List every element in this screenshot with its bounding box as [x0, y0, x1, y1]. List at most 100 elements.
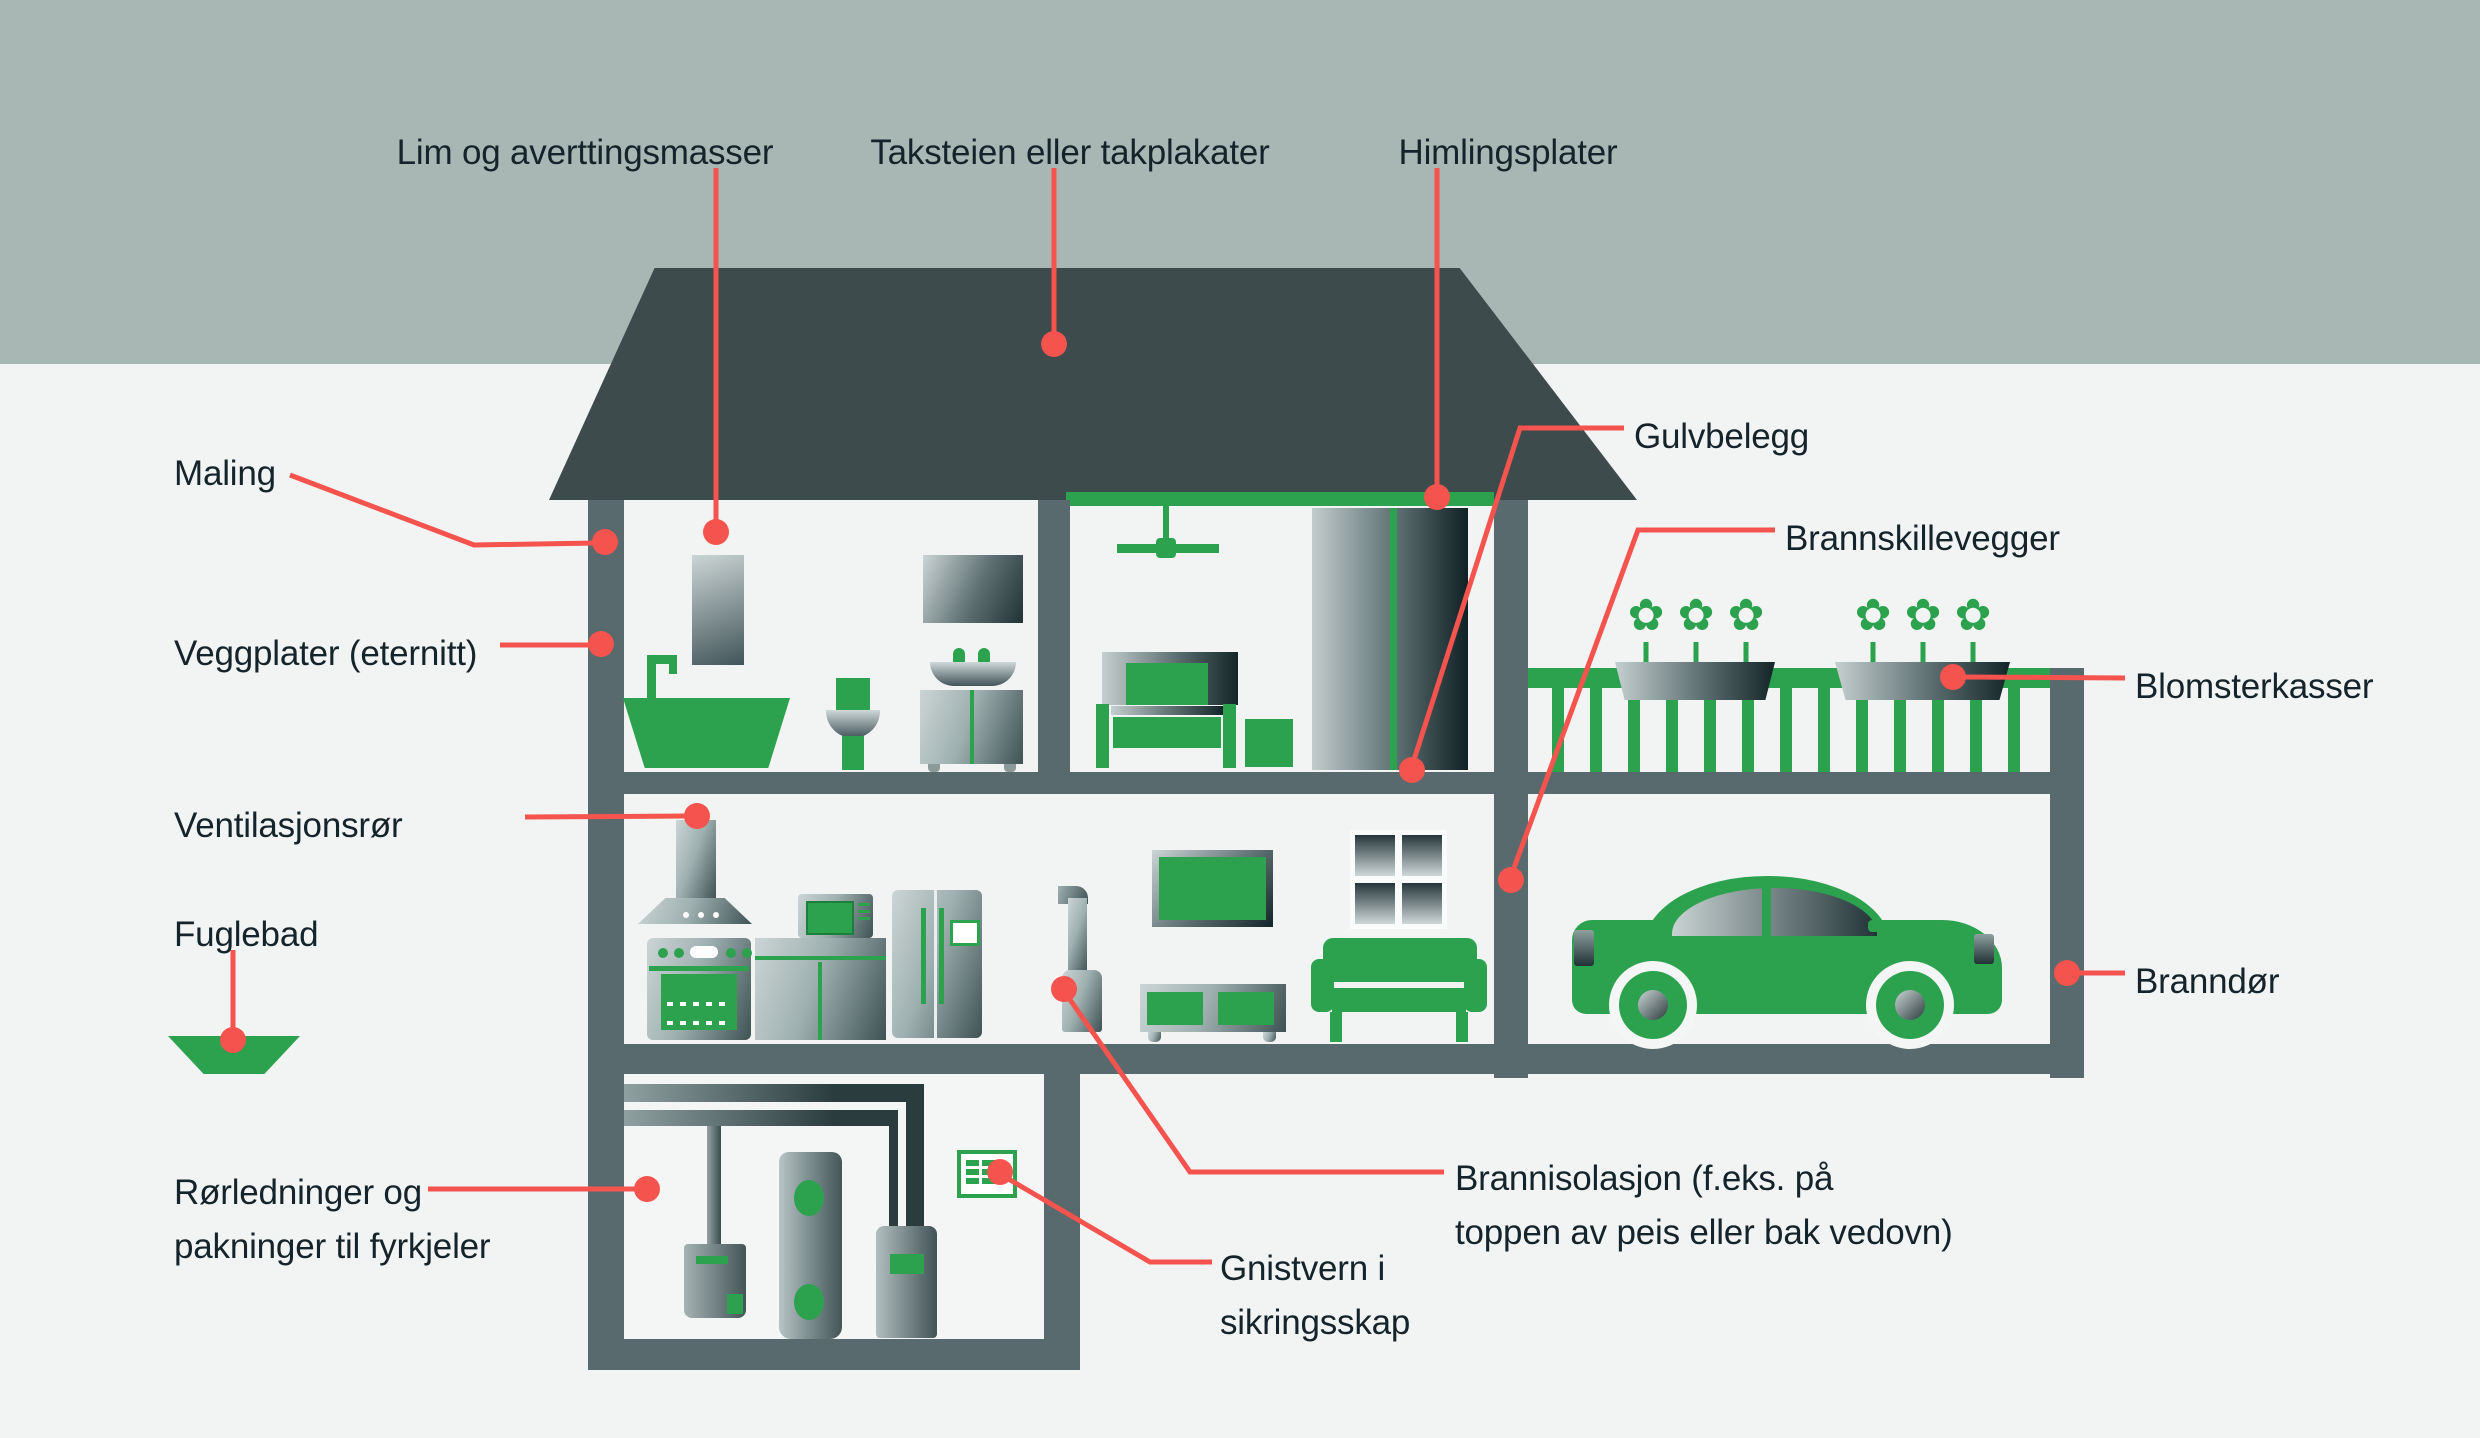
bed-base — [1113, 717, 1221, 748]
label-line: Fuglebad — [174, 915, 319, 954]
hood-light — [683, 912, 689, 918]
balcony-baluster — [1742, 688, 1754, 772]
fuse-box-rows-icon — [966, 1160, 995, 1184]
wall-cabinet — [692, 555, 744, 665]
label-lim-og-averttingsmasser: Lim og averttingsmasser — [397, 126, 774, 180]
basement-right-wall — [1044, 1074, 1080, 1370]
second-floor-slab — [588, 772, 2084, 794]
label-line: Brannisolasjon (f.eks. på — [1455, 1159, 1834, 1198]
tv-bench-foot — [1148, 1032, 1161, 1042]
counter-divider — [818, 962, 822, 1040]
bed-slat — [1111, 706, 1223, 715]
ceiling-boards — [1066, 492, 1494, 506]
flower-icon: ✿ — [1677, 591, 1715, 640]
balcony-baluster — [1856, 688, 1868, 772]
label-line: sikringsskap — [1220, 1303, 1411, 1342]
bed-post — [1223, 704, 1236, 768]
flower: ✿ — [1724, 594, 1768, 664]
tv-bench-drawer — [1218, 992, 1274, 1025]
microwave-button — [858, 903, 870, 906]
range-hood-chimney — [676, 820, 716, 900]
label-fuglebad: Fuglebad — [174, 908, 319, 962]
sofa-armrest — [1311, 959, 1334, 1012]
sofa-leg — [1456, 1012, 1468, 1042]
sink-tap — [978, 648, 990, 664]
bathtub-faucet-riser — [647, 655, 656, 702]
label-line: toppen av peis eller bak vedovn) — [1455, 1213, 1953, 1252]
oven-rack — [667, 1002, 731, 1006]
bathroom-divider-wall — [1038, 500, 1070, 772]
flower: ✿ — [1624, 594, 1668, 664]
flower-stem — [1743, 642, 1749, 664]
stove-knob — [726, 948, 736, 958]
balcony-baluster — [1818, 688, 1830, 772]
car-hubcap — [1638, 990, 1668, 1020]
vanity-foot — [928, 764, 940, 772]
sofa-seat — [1332, 988, 1466, 1012]
nightstand — [1245, 719, 1293, 767]
label-gulvbelegg: Gulvbelegg — [1634, 410, 1809, 464]
stove-knob — [742, 948, 752, 958]
label-ventilasjonsror: Ventilasjonsrør — [174, 799, 403, 853]
mirror — [923, 555, 1023, 623]
wood-stove-pipe — [1068, 898, 1087, 974]
tv-bench-foot — [1263, 1032, 1276, 1042]
stove-knob — [658, 948, 668, 958]
bathtub-faucet — [647, 655, 677, 664]
window-pane — [1402, 883, 1442, 924]
label-brannskillevegger: Brannskillevegger — [1785, 512, 2060, 566]
leader-dot-lim-og-averttingsmasser — [703, 519, 729, 545]
sofa-backrest — [1323, 938, 1477, 982]
flower-stem — [1693, 642, 1699, 664]
counter-edge — [755, 956, 886, 960]
flower-box — [1835, 662, 2010, 700]
balcony-baluster — [2008, 688, 2020, 772]
sofa-leg — [1330, 1012, 1342, 1042]
hood-light — [698, 912, 704, 918]
label-line: Gnistvern i — [1220, 1249, 1386, 1288]
stove-knob — [674, 948, 684, 958]
flower-stem — [1970, 642, 1976, 664]
car-taillight — [1574, 930, 1594, 966]
garage-right-wall — [2050, 668, 2084, 1078]
balcony-baluster — [1894, 688, 1906, 772]
pipe-gap — [898, 1102, 906, 1226]
balcony-baluster — [1780, 688, 1792, 772]
fridge-handle — [921, 908, 926, 1004]
balcony-baluster — [1552, 688, 1564, 772]
flower: ✿ — [1901, 594, 1945, 664]
label-line: pakninger til fyrkjeler — [174, 1227, 491, 1266]
window-pane — [1402, 835, 1442, 876]
flower-icon: ✿ — [1727, 591, 1765, 640]
fridge-door-gap — [934, 890, 937, 1038]
window-pane — [1355, 835, 1395, 876]
label-veggplater-eternitt: Veggplater (eternitt) — [174, 627, 477, 681]
car-hubcap — [1895, 990, 1925, 1020]
fridge-handle — [939, 908, 944, 1004]
microwave-button — [858, 917, 870, 920]
flower-stem — [1643, 642, 1649, 664]
label-line: Lim og averttingsmasser — [396, 133, 774, 172]
boiler-gauge — [696, 1256, 728, 1264]
chimney-stripe — [1390, 508, 1397, 770]
label-line: Gulvbelegg — [1634, 417, 1810, 456]
car-mirror — [1868, 920, 1888, 932]
flower-stem — [1920, 642, 1926, 664]
flower-box — [1615, 662, 1775, 700]
hood-light — [713, 912, 719, 918]
toilet-bowl — [826, 710, 880, 738]
balcony-baluster — [1932, 688, 1944, 772]
boiler-hatch — [727, 1294, 743, 1314]
balcony-baluster — [1666, 688, 1678, 772]
balcony-baluster — [1628, 688, 1640, 772]
roof — [549, 268, 1637, 500]
microwave-button — [858, 910, 870, 913]
leader-line-brannskillevegger — [1508, 527, 1775, 877]
oven-rack — [667, 1021, 731, 1025]
birdbath — [168, 1036, 300, 1074]
ceiling-fan-hub — [1156, 538, 1176, 558]
balcony-baluster — [1590, 688, 1602, 772]
ground-floor-slab — [588, 1044, 2084, 1074]
